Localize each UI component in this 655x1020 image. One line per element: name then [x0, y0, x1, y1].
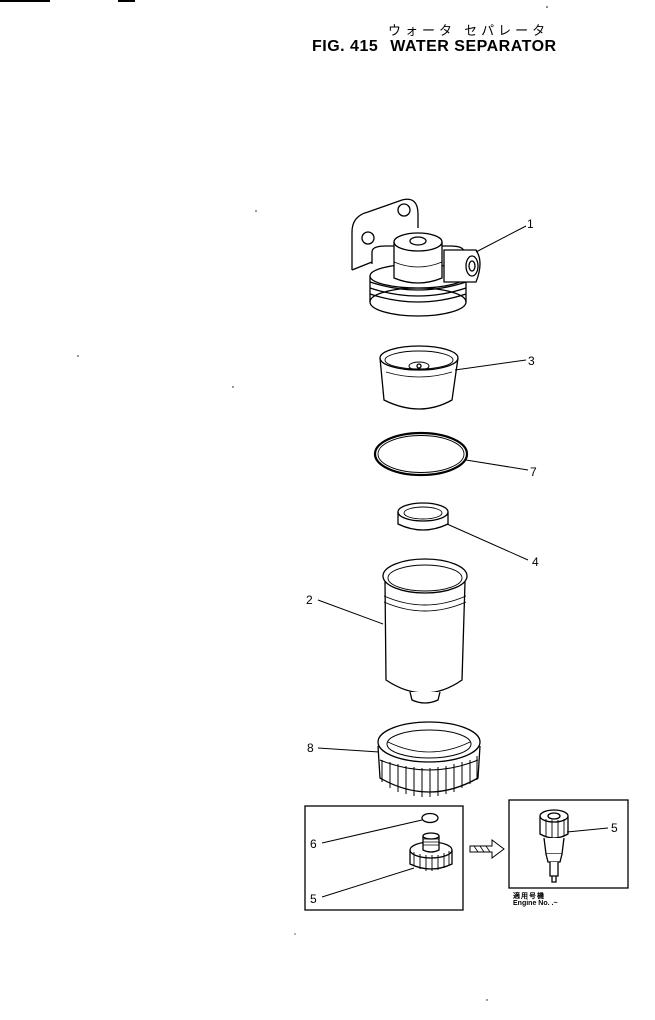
part-8-retaining-nut[interactable] — [377, 721, 481, 797]
figure-number: FIG. 415 — [312, 38, 379, 55]
callout-6: 6 — [310, 837, 317, 851]
top-rule-left — [0, 0, 50, 2]
callout-4: 4 — [532, 555, 539, 569]
callout-5b: 5 — [611, 821, 618, 835]
callout-1: 1 — [527, 217, 534, 231]
figure-title-japanese: ウォータ セパレータ — [388, 24, 550, 39]
callout-3: 3 — [528, 354, 535, 368]
part-2-bowl[interactable] — [382, 558, 468, 704]
figure-name: WATER SEPARATOR — [390, 38, 557, 55]
callout-2: 2 — [306, 593, 313, 607]
leader-line-8 — [317, 747, 380, 753]
callout-7: 7 — [530, 465, 537, 479]
leader-line-6 — [321, 819, 423, 844]
part-5-alternate-drain-valve[interactable] — [539, 809, 569, 883]
scan-specks — [77, 6, 548, 1001]
leader-line-2 — [317, 599, 384, 625]
part-4-ring[interactable] — [397, 502, 449, 531]
leader-line-3 — [454, 359, 527, 371]
part-7-o-ring[interactable] — [373, 431, 469, 477]
replacement-arrow-icon — [469, 839, 505, 859]
serial-label-japanese: 適用号機 — [513, 892, 545, 900]
leader-line-5a — [321, 867, 415, 898]
leader-line-4 — [446, 523, 529, 561]
callout-8: 8 — [307, 741, 314, 755]
leader-line-7 — [465, 459, 529, 471]
detail-inset-frame — [304, 805, 464, 911]
top-rule-right — [118, 0, 135, 2]
alternate-part-frame — [508, 799, 629, 889]
figure-title: FIG. 415 WATER SEPARATOR — [312, 38, 557, 56]
callout-5a: 5 — [310, 892, 317, 906]
part-5-drain-plug[interactable] — [409, 832, 453, 871]
leader-line-5b — [566, 827, 609, 833]
part-6-drain-o-ring[interactable] — [421, 812, 439, 824]
part-1-filter-head[interactable] — [351, 198, 481, 317]
part-3-baffle-cup[interactable] — [379, 345, 459, 410]
leader-line-1 — [475, 225, 527, 253]
serial-label: Engine No. .~ — [513, 900, 558, 907]
